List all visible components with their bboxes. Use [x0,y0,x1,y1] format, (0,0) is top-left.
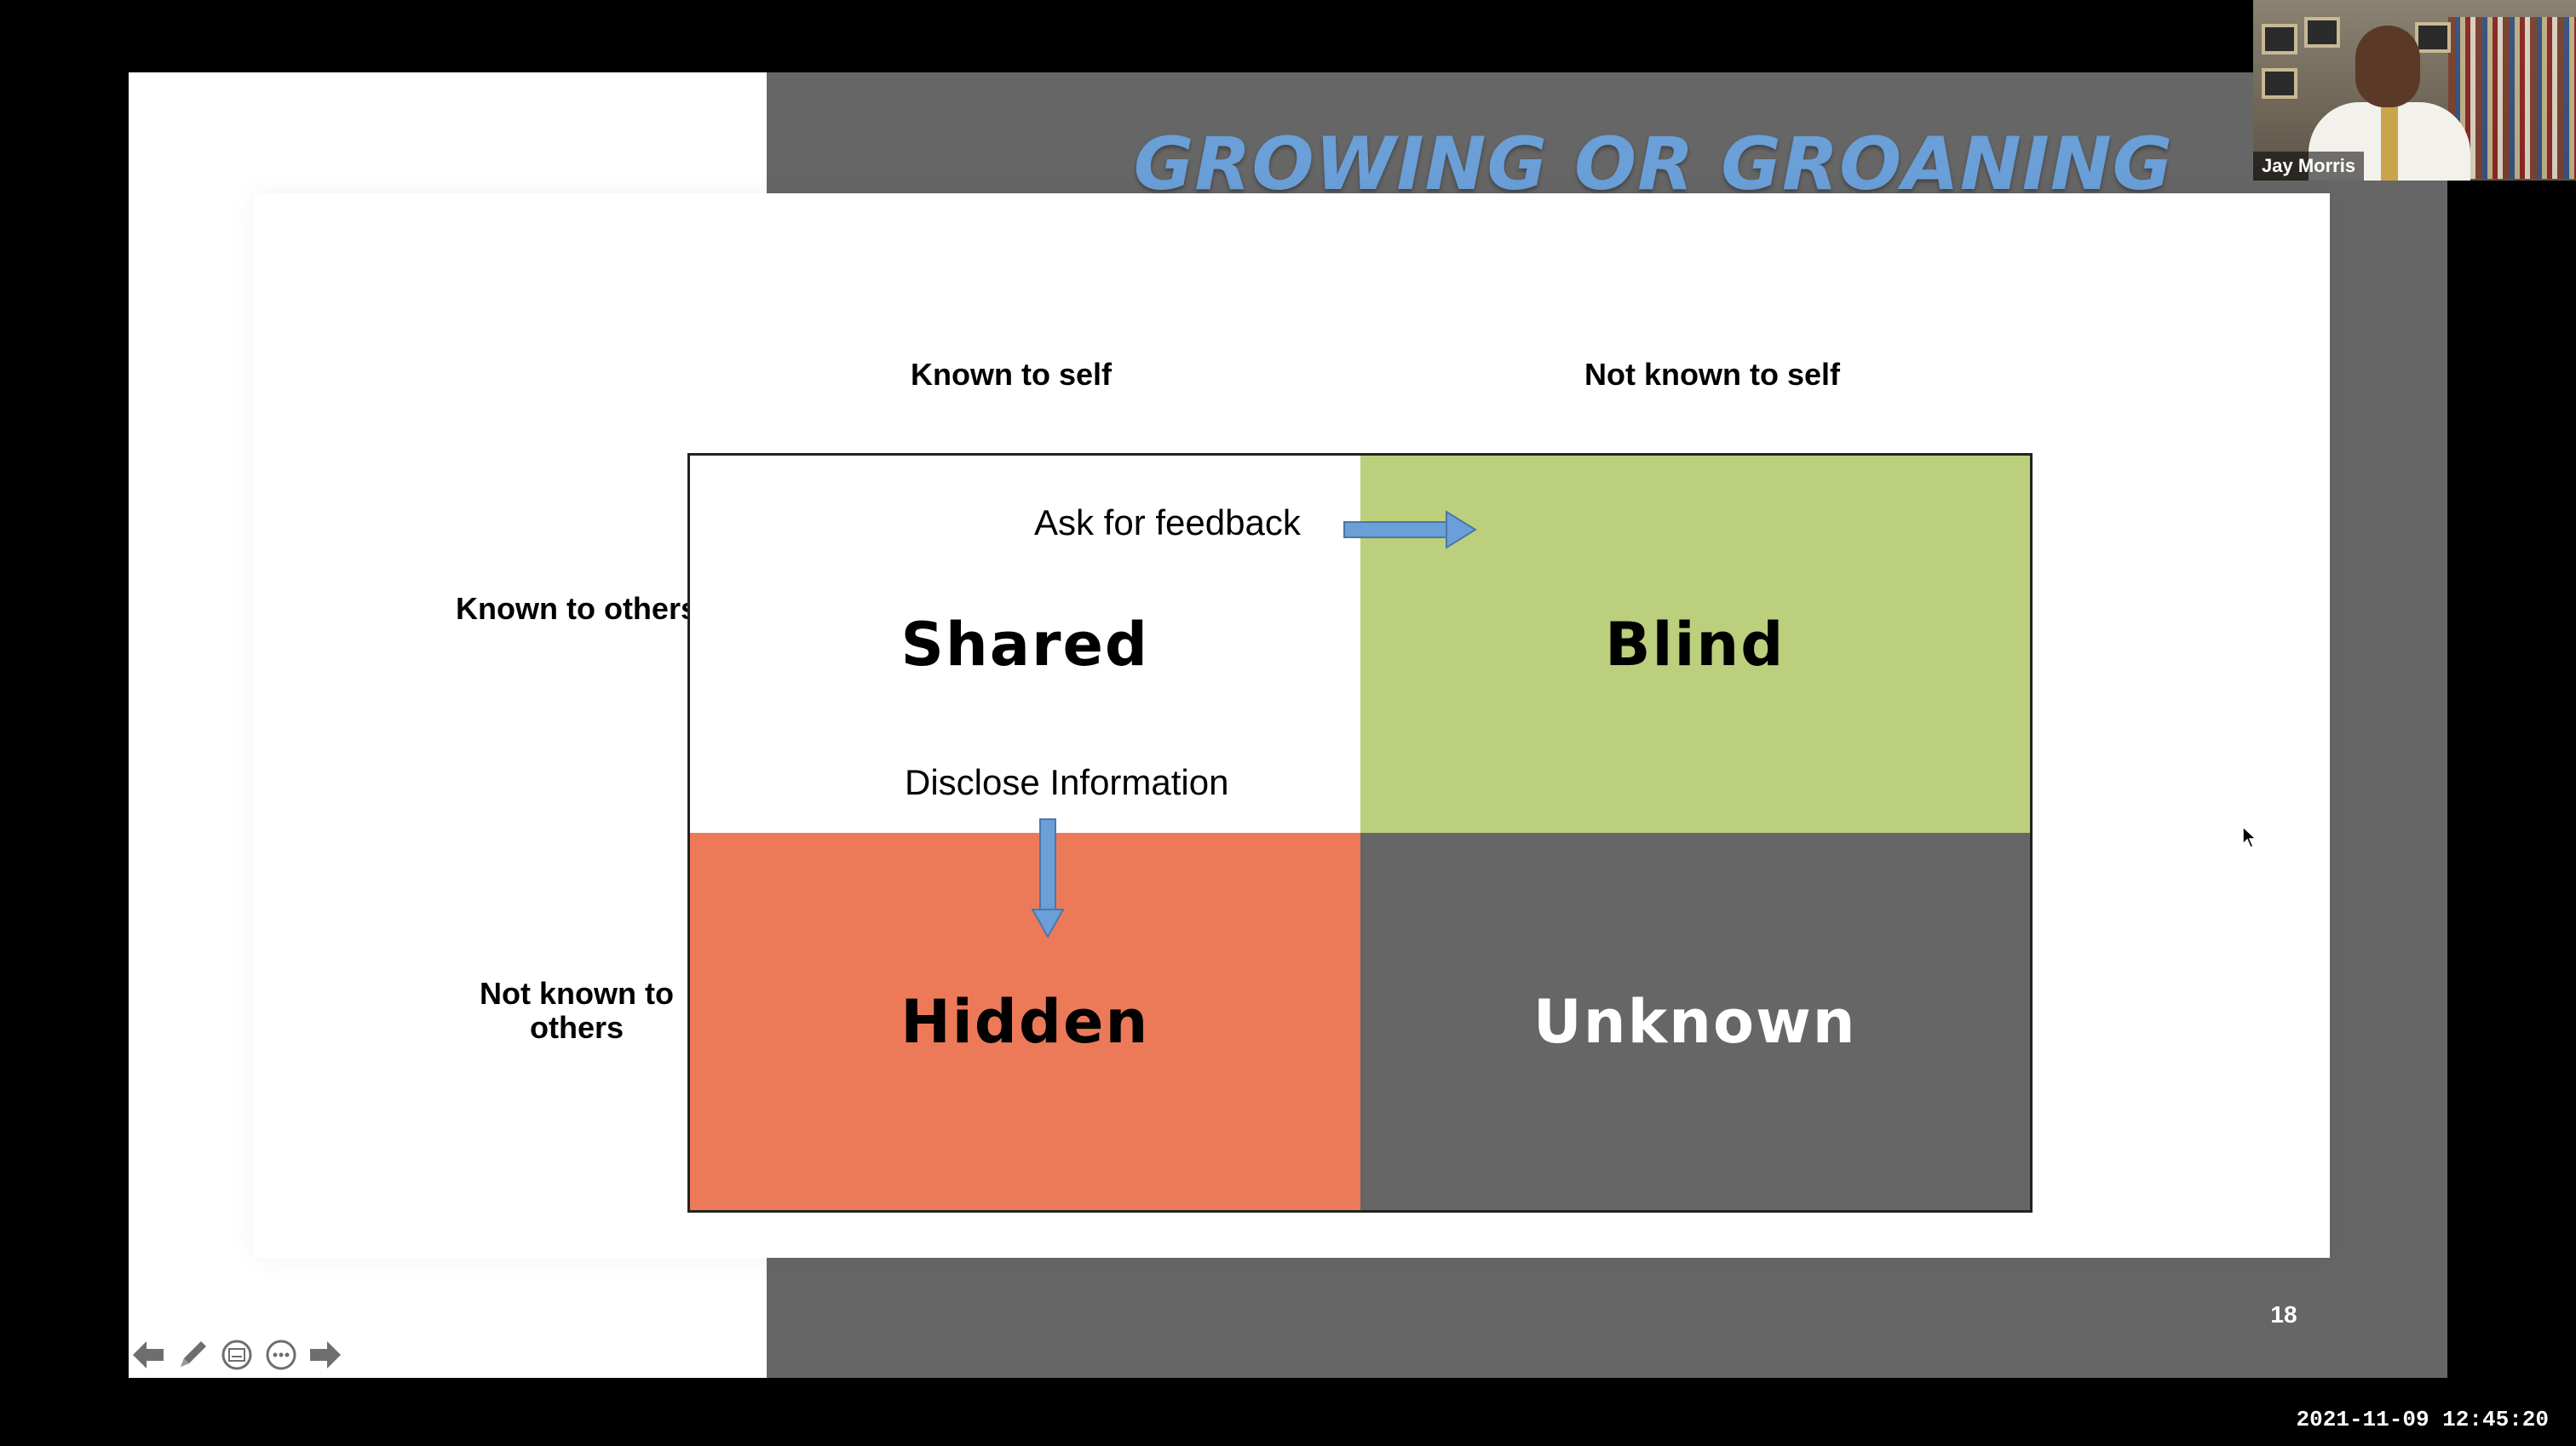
quadrant-hidden: Hidden [690,833,1360,1210]
quadrant-blind: Blind [1360,456,2030,833]
presentation-slide: GROWING OR GROANING Known to self Not kn… [129,72,2447,1378]
pen-tool-button[interactable] [174,1336,211,1374]
arrow-right-icon [310,1341,341,1369]
quadrant-label-blind: Blind [1605,609,1785,680]
participant-name: Jay Morris [2253,152,2365,181]
quadrant-label-shared: Shared [900,609,1150,680]
slide-title: GROWING OR GROANING [1133,122,2174,207]
column-header-not-known-to-self: Not known to self [1584,357,1840,392]
subtitles-button[interactable] [218,1336,256,1374]
slideshow-toolbar [129,1334,344,1376]
previous-slide-button[interactable] [129,1336,167,1374]
arrow-down-icon [1031,818,1065,939]
quadrant-label-hidden: Hidden [900,986,1150,1057]
slide-page-number: 18 [2270,1301,2297,1328]
row-header-not-known-to-others: Not known to others [480,976,674,1045]
mouse-cursor-icon [2242,826,2257,848]
column-header-known-to-self: Known to self [911,357,1112,392]
quadrant-label-unknown: Unknown [1532,986,1857,1057]
more-options-button[interactable] [262,1336,300,1374]
johari-window-card: Known to self Not known to self Known to… [254,193,2330,1258]
next-slide-button[interactable] [307,1336,344,1374]
quadrant-unknown: Unknown [1360,833,2030,1210]
webcam-thumbnail[interactable]: Jay Morris [2253,0,2576,181]
recording-timestamp: 2021-11-09 12:45:20 [2296,1407,2549,1432]
row-header-known-to-others: Known to others [456,591,698,626]
annotation-disclose-information: Disclose Information [905,762,1229,802]
participant-tie [2381,106,2398,181]
participant-head [2355,26,2420,107]
arrow-right-icon [1343,510,1477,549]
picture-frame [2262,24,2297,55]
pen-icon [181,1341,206,1367]
picture-frame [2415,22,2451,53]
picture-frame [2304,17,2340,48]
quadrant-shared: Shared [690,456,1360,833]
picture-frame [2262,68,2297,99]
arrow-left-icon [133,1341,164,1369]
more-icon [266,1340,296,1370]
johari-grid: Shared Blind Hidden Unknown Ask for feed… [687,453,2033,1213]
subtitles-icon [221,1340,252,1370]
annotation-ask-for-feedback: Ask for feedback [1034,502,1301,542]
